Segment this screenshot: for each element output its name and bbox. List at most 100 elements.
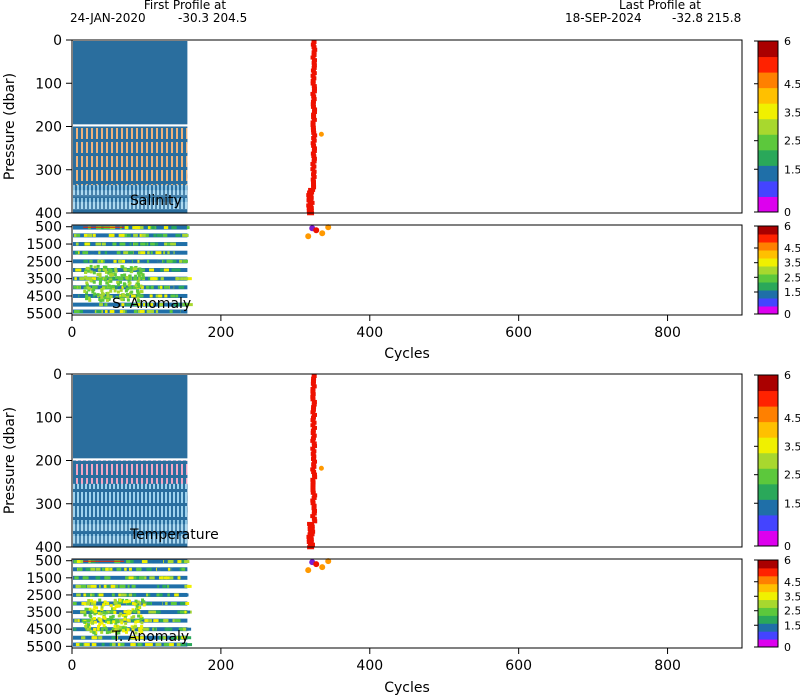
anomaly-cluster-point (132, 286, 136, 290)
profile-lower-point (313, 561, 320, 568)
anomaly-point (112, 277, 116, 281)
anomaly-row (73, 293, 188, 298)
anomaly-point (124, 226, 129, 230)
anomaly-cluster-point (132, 267, 136, 271)
y-axis-label: Pressure (dbar) (2, 407, 18, 514)
colorbar-swatch (758, 375, 778, 392)
profile-point (310, 81, 316, 86)
anomaly-point (132, 226, 138, 230)
anomaly-point (107, 303, 110, 307)
anomaly-cluster-point (100, 296, 104, 300)
profile-point (310, 128, 316, 133)
anomaly-point (140, 636, 145, 640)
anomaly-point (182, 259, 188, 263)
anomaly-point (186, 226, 190, 230)
anomaly-point (124, 643, 131, 647)
y-tick-label: 0 (53, 367, 62, 383)
anomaly-cluster-point (100, 605, 104, 609)
profile-point (311, 405, 317, 410)
anomaly-cluster-point (100, 294, 104, 298)
anomaly-point (180, 277, 184, 281)
anomaly-point (75, 268, 82, 272)
anomaly-cluster-point (136, 292, 140, 296)
profile-point (310, 389, 316, 394)
anomaly-point (83, 233, 88, 237)
profile-point (310, 467, 316, 472)
profile-point (311, 115, 317, 120)
band-gap (73, 209, 188, 214)
anomaly-point (133, 593, 137, 597)
anomaly-cluster-point (93, 627, 97, 631)
anomaly-point (122, 310, 126, 314)
profile-point (307, 542, 315, 547)
anomaly-cluster-point (113, 273, 117, 277)
colorbar-swatch (758, 452, 778, 469)
anomaly-cluster-point (83, 286, 87, 290)
profile-point (310, 141, 316, 146)
anomaly-cluster-point (106, 621, 110, 625)
anomaly-point (97, 277, 103, 281)
anomaly-cluster-point (109, 279, 113, 283)
anomaly-point (116, 268, 121, 272)
anomaly-point (138, 251, 141, 255)
anomaly-point (164, 268, 170, 272)
anomaly-cluster-point (141, 273, 145, 277)
anomaly-point (131, 619, 134, 623)
upper-block (73, 41, 188, 125)
anomaly-point (83, 593, 86, 597)
anomaly-cluster-point (96, 272, 100, 276)
profile-point (310, 392, 316, 397)
anomaly-point (182, 560, 185, 564)
anomaly-cluster-point (83, 613, 87, 617)
anomaly-cluster-point (100, 607, 104, 611)
anomaly-cluster-point (93, 600, 97, 604)
anomaly-cluster-point (134, 277, 138, 281)
profile-point (312, 493, 318, 498)
anomaly-point (139, 233, 143, 237)
profile-point (311, 45, 317, 50)
anomaly-cluster-point (84, 269, 88, 273)
profile-band (73, 161, 188, 175)
anomaly-cluster-point (83, 289, 87, 293)
profile-point (310, 457, 316, 462)
colorbar-tick-label: 0 (784, 206, 791, 219)
anomaly-point (171, 627, 178, 631)
anomaly-cluster-point (92, 288, 96, 292)
anomaly-point (111, 643, 116, 647)
profile-point (310, 485, 316, 490)
anomaly-point (130, 560, 134, 564)
profile-point (310, 120, 316, 125)
anomaly-cluster-point (98, 622, 102, 626)
anomaly-cluster-point (115, 276, 119, 280)
anomaly-cluster-point (114, 267, 118, 271)
colorbar-tick-label: 1.5 (784, 286, 800, 299)
first-profile-date: 24-JAN-2020 (70, 11, 146, 25)
anomaly-point (162, 610, 165, 614)
anomaly-point (73, 233, 78, 237)
anomaly-cluster-point (84, 275, 88, 279)
colorbar-tick-label: 3.5 (784, 590, 800, 603)
profile-point (310, 418, 316, 423)
anomaly-point (76, 233, 81, 237)
anomaly-cluster-point (136, 279, 140, 283)
anomaly-cluster-point (113, 289, 117, 293)
anomaly-point (155, 643, 162, 647)
anomaly-point (119, 643, 125, 647)
anomaly-point (149, 268, 155, 272)
anomaly-cluster-point (124, 621, 128, 625)
anomaly-point (139, 576, 145, 580)
anomaly-point (184, 584, 190, 588)
anomaly-point (168, 576, 174, 580)
y-tick-label: 100 (35, 410, 62, 426)
anomaly-row (73, 584, 188, 589)
anomaly-point (144, 619, 148, 623)
anomaly-point (82, 251, 89, 255)
anomaly-point (90, 242, 94, 246)
anomaly-point (75, 643, 82, 647)
anomaly-point (85, 285, 89, 289)
anomaly-point (170, 602, 177, 605)
anomaly-point (128, 576, 134, 580)
anomaly-point (79, 643, 83, 647)
anomaly-point (133, 233, 138, 237)
profile-point (311, 112, 317, 117)
